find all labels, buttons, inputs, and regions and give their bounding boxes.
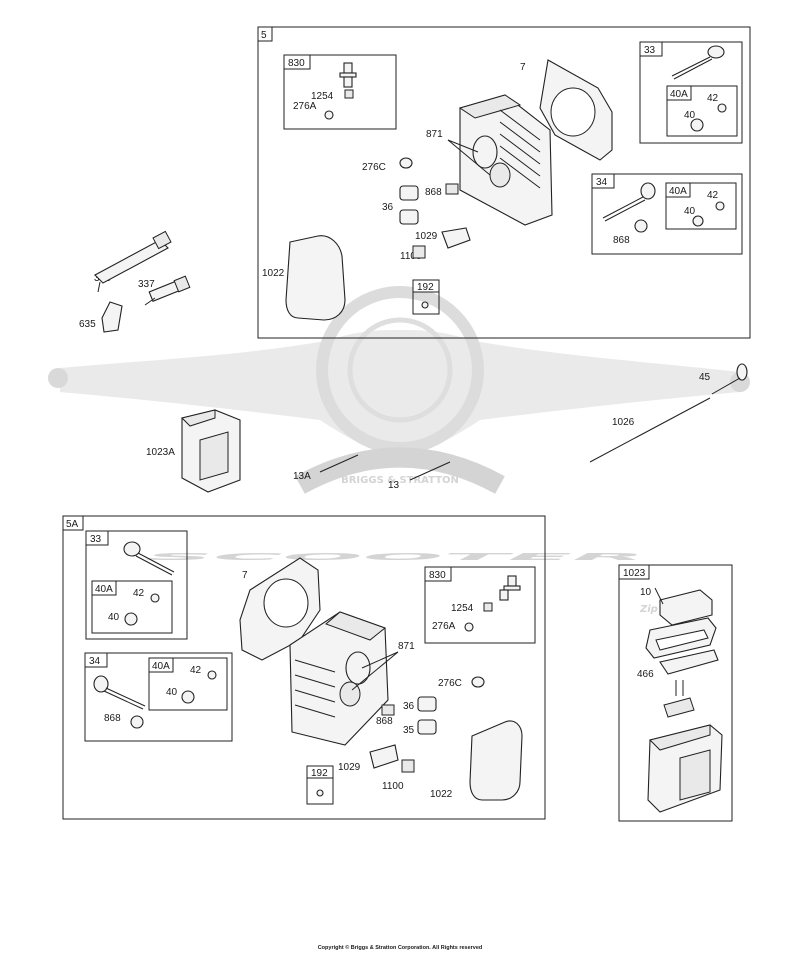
part-label-7: 7 <box>242 570 248 581</box>
kit-33-frame <box>639 41 743 144</box>
head-gasket-part <box>239 557 321 661</box>
part-label-868: 868 <box>104 713 121 724</box>
kit-830-frame <box>424 566 536 644</box>
part-label-337: 337 <box>138 279 155 290</box>
valve-33-part <box>123 541 175 626</box>
part-label-868: 868 <box>613 235 630 246</box>
part-label-42: 42 <box>190 665 202 676</box>
part-label-276c: 276C <box>362 162 386 173</box>
group-1023-frame <box>618 564 733 822</box>
loose-parts: 383 337 635 45 1026 1023A 13A 13 <box>79 230 748 493</box>
part-label-1254: 1254 <box>311 91 334 102</box>
stud-830-part <box>464 575 521 632</box>
spark-plug-tool-part <box>94 230 172 293</box>
part-label-276c: 276C <box>438 678 462 689</box>
part-label-276a: 276A <box>293 101 317 112</box>
rocker-gasket-part <box>469 720 523 801</box>
spark-plug-part <box>144 275 191 306</box>
part-label-10: 10 <box>640 587 652 598</box>
part-label-42: 42 <box>707 190 719 201</box>
part-label-42: 42 <box>707 93 719 104</box>
kit-33-tag: 33 <box>90 534 102 545</box>
group-5-frame <box>257 26 751 339</box>
part-label-45: 45 <box>699 372 711 383</box>
stud-830-part <box>324 62 357 120</box>
group-5: 5 830 1254 276A 33 40A 42 40 <box>257 26 751 339</box>
kit-192-tag: 192 <box>417 282 434 293</box>
kit-33-tag: 33 <box>644 45 656 56</box>
watermark-script-text: Zip <box>639 604 658 615</box>
part-label-1100: 1100 <box>382 781 404 792</box>
group-5a-tag: 5A <box>66 519 79 530</box>
kit-33-frame <box>85 530 188 640</box>
rocker-cover-part <box>181 409 241 493</box>
kit-34-tag: 34 <box>89 656 101 667</box>
part-label-1022: 1022 <box>262 268 285 279</box>
part-label-36: 36 <box>403 701 415 712</box>
part-label-7: 7 <box>520 62 526 73</box>
copyright-text: Copyright © Briggs & Stratton Corporatio… <box>318 944 483 951</box>
valve-spring-part <box>369 676 485 773</box>
kit-830-tag: 830 <box>288 58 305 69</box>
head-gasket-part <box>539 59 613 161</box>
part-label-36: 36 <box>382 202 394 213</box>
group-5-tag: 5 <box>261 30 267 41</box>
kit-34-frame <box>84 652 233 742</box>
group-5a-frame <box>62 515 546 820</box>
part-label-868: 868 <box>376 716 393 727</box>
part-label-1026: 1026 <box>612 417 635 428</box>
part-label-466: 466 <box>637 669 654 680</box>
valve-34-part <box>602 182 725 233</box>
part-label-868: 868 <box>425 187 442 198</box>
part-label-40: 40 <box>684 110 696 121</box>
part-label-1022: 1022 <box>430 789 453 800</box>
part-label-13: 13 <box>388 480 400 491</box>
part-label-40: 40 <box>166 687 178 698</box>
group-1023-tag: 1023 <box>623 568 646 579</box>
valve-spring-part <box>399 157 471 259</box>
part-label-1100: 1100 <box>400 251 422 262</box>
part-label-42: 42 <box>133 588 145 599</box>
kit-34-tag: 34 <box>596 177 608 188</box>
watermark-brand-text: SCOOTER <box>145 552 645 563</box>
part-label-276a: 276A <box>432 621 456 632</box>
part-label-13a: 13A <box>293 471 311 482</box>
kit-34-sub-tag: 40A <box>152 661 170 672</box>
part-label-635: 635 <box>79 319 96 330</box>
part-label-1029: 1029 <box>415 231 438 242</box>
kit-34-sub-tag: 40A <box>669 186 687 197</box>
group-5a: 5A 33 40A 42 40 34 40A 42 40 868 <box>62 515 546 820</box>
part-label-871: 871 <box>426 129 443 140</box>
kit-34-frame <box>591 173 743 255</box>
spark-plug-boot-part <box>101 301 123 333</box>
breather-gasket-part <box>645 617 717 659</box>
part-label-1254: 1254 <box>451 603 474 614</box>
rocker-cover-part <box>647 724 723 813</box>
scooter-zip-watermark: BRIGGS & STRATTON SCOOTER Zip <box>48 286 750 615</box>
group-1023: 1023 10 466 <box>618 564 733 822</box>
breather-seal-part <box>659 649 719 718</box>
kit-192-tag: 192 <box>311 768 328 779</box>
cylinder-head-part <box>447 94 553 226</box>
part-label-35: 35 <box>403 725 415 736</box>
part-label-1023a: 1023A <box>146 447 175 458</box>
cylinder-head-part <box>289 611 399 746</box>
pushrod-part <box>589 363 748 463</box>
cover-bolt-part <box>319 454 451 481</box>
rocker-gasket-part <box>285 235 346 321</box>
part-label-1029: 1029 <box>338 762 361 773</box>
valve-33-part <box>671 45 727 132</box>
breather-cover-part <box>654 587 713 626</box>
kit-33-sub-tag: 40A <box>670 89 688 100</box>
kit-830-tag: 830 <box>429 570 446 581</box>
part-label-871: 871 <box>398 641 415 652</box>
watermark-ribbon-text: BRIGGS & STRATTON <box>341 475 459 486</box>
kit-830-frame <box>283 54 397 130</box>
part-label-40: 40 <box>108 612 120 623</box>
kit-33-sub-tag: 40A <box>95 584 113 595</box>
valve-34-part <box>93 670 217 729</box>
part-label-40: 40 <box>684 206 696 217</box>
